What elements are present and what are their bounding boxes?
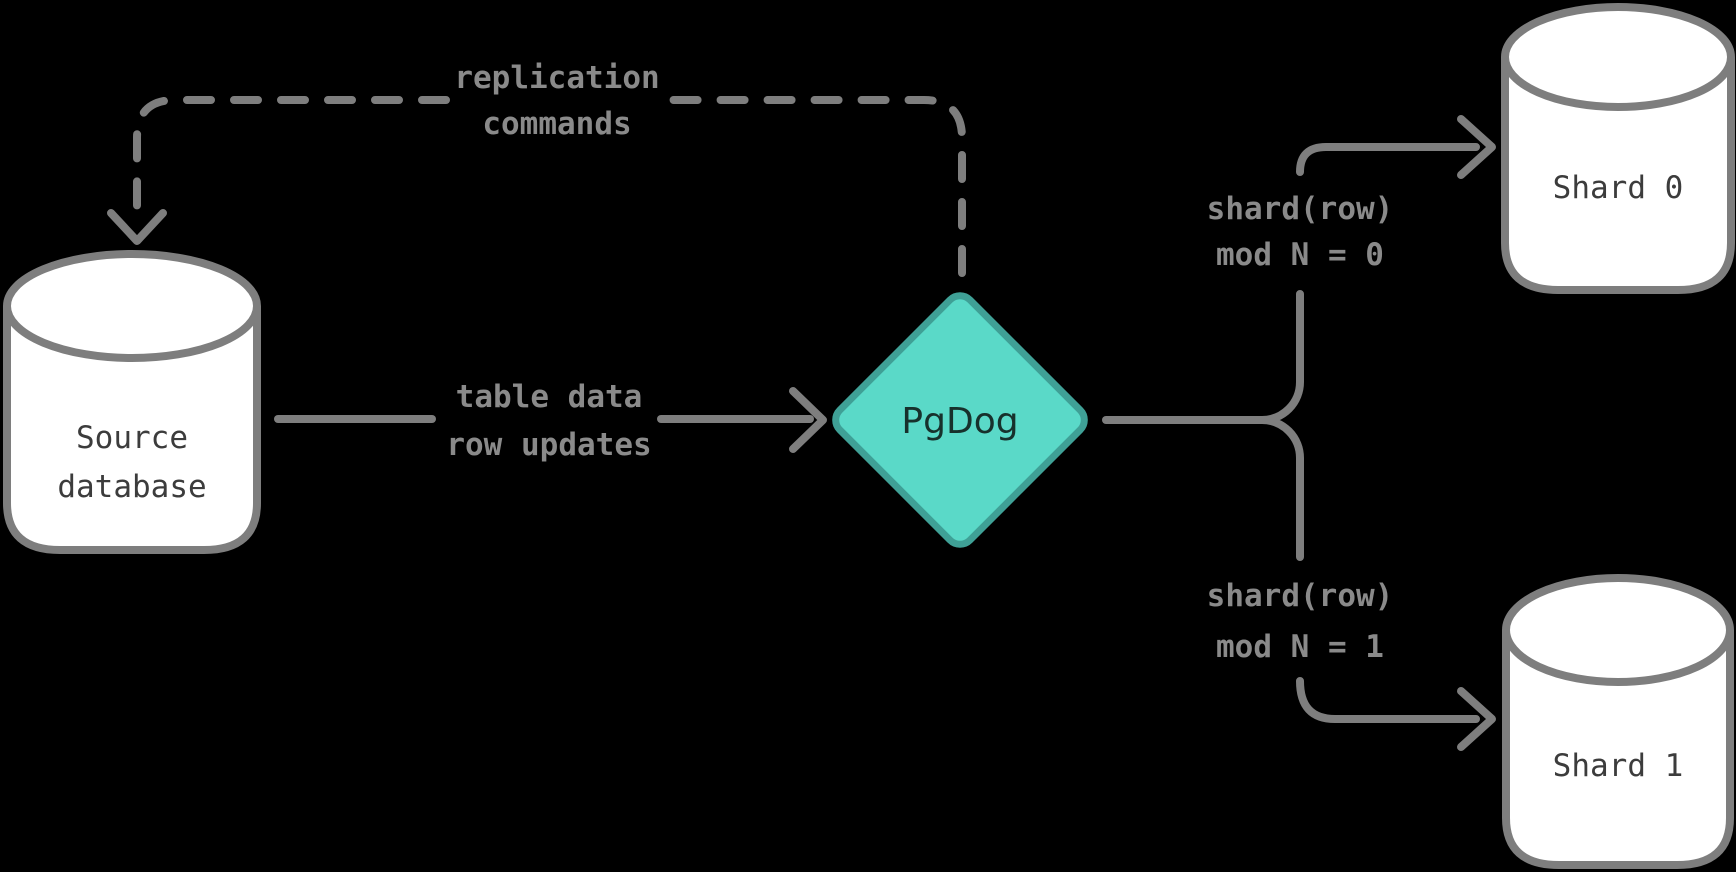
arrow-right-icon	[1457, 115, 1496, 179]
node-pgdog-router: PgDog	[832, 292, 1088, 548]
edge-table-data-label-line2: row updates	[446, 427, 651, 463]
node-shard-0: Shard 0	[1501, 3, 1735, 294]
edge-shard0-label-line1: shard(row)	[1207, 191, 1394, 227]
node-source-database: Source database	[3, 250, 261, 554]
arrow-right-icon	[1457, 687, 1496, 751]
edge-shard0-top	[1296, 143, 1480, 176]
source-database-cylinder-body	[3, 306, 261, 554]
source-database-label-line2: database	[57, 469, 206, 505]
edge-table-data-label-line1: table data	[456, 379, 643, 415]
shard-1-cylinder-body	[1502, 630, 1734, 869]
edge-table-data: table data row updates	[274, 379, 827, 463]
edge-shard1-label-line1: shard(row)	[1207, 578, 1394, 614]
shard-1-cylinder-top	[1502, 574, 1734, 686]
shard-0-cylinder-top	[1501, 3, 1735, 111]
edge-shard1-label-line2: mod N = 1	[1216, 629, 1384, 665]
edge-shard1-bottom	[1296, 677, 1480, 723]
shard-0-label: Shard 0	[1553, 170, 1684, 206]
arrow-down-icon	[107, 209, 167, 245]
node-shard-1: Shard 1	[1502, 574, 1734, 869]
edge-shard0-rise	[1258, 290, 1304, 424]
edge-replication-segment-right	[664, 96, 966, 277]
edge-router-output: shard(row) mod N = 0 shard(row) mod N = …	[1102, 115, 1496, 751]
pgdog-diamond-shape	[832, 292, 1088, 548]
edge-shard1-drop	[1258, 416, 1304, 561]
edge-replication-label-line2: commands	[482, 106, 631, 142]
shard-1-label: Shard 1	[1553, 748, 1684, 784]
edge-shard0-label-line2: mod N = 0	[1216, 237, 1384, 273]
arrow-right-icon	[789, 387, 827, 453]
edge-replication-commands: replication commands	[107, 60, 966, 277]
source-database-label-line1: Source	[76, 420, 188, 456]
shard-0-cylinder-body	[1501, 57, 1735, 294]
source-database-cylinder-top	[3, 250, 261, 362]
edge-replication-label-line1: replication	[454, 60, 659, 96]
pgdog-label: PgDog	[901, 401, 1018, 442]
edge-replication-segment-left	[133, 96, 450, 230]
